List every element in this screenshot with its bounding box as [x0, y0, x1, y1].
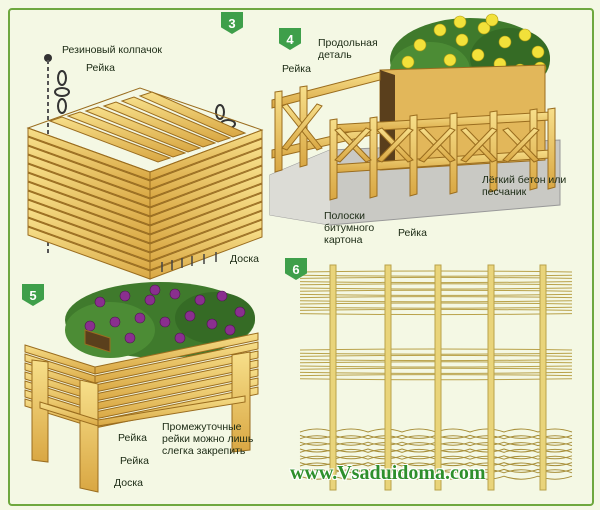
wood-slat	[94, 332, 259, 375]
wood-slat	[66, 111, 187, 158]
label-rail-bottom-right: Рейка	[398, 227, 427, 239]
purple-flower	[84, 320, 96, 332]
label-rail-mid: Рейка	[282, 63, 311, 75]
label-light-concrete: Лёгкий бетон или песчаник	[482, 174, 567, 198]
wood-slat	[271, 71, 381, 109]
wood-slat	[281, 103, 323, 151]
wood-slat	[138, 91, 247, 138]
hanging-box-drawing	[26, 54, 264, 280]
wood-slat	[149, 147, 263, 199]
wood-slat	[26, 87, 264, 173]
wood-slat	[97, 395, 246, 427]
purple-flower	[149, 284, 161, 296]
wood-slat	[547, 107, 556, 190]
purple-flower	[216, 290, 228, 302]
wood-slat	[149, 201, 263, 253]
wood-slat	[48, 116, 172, 163]
step-badge-5: 5	[22, 284, 44, 306]
label-intermediate: Промежуточные рейки можно лишь слегка за…	[162, 421, 254, 457]
yellow-flower	[413, 38, 427, 52]
wood-slat	[149, 174, 263, 226]
wood-slat	[274, 90, 283, 173]
label-board-bottom: Доска	[114, 477, 143, 489]
yellow-flower	[443, 53, 457, 67]
yellow-flower	[498, 35, 512, 49]
wattle-panels-drawing	[299, 264, 573, 491]
wood-slat	[149, 156, 263, 208]
wood-slat	[418, 127, 456, 163]
step-badge-4: 4	[279, 28, 301, 50]
label-rubber-cap: Резиновый колпачок	[62, 44, 163, 56]
wattle-stake	[539, 264, 547, 491]
railing-planter-drawing	[269, 13, 561, 226]
purple-flower	[224, 324, 236, 336]
label-board-top: Доска	[230, 253, 259, 265]
wood-slat	[460, 127, 498, 163]
wattle-stake	[384, 264, 392, 491]
watermark: www.Vsaduidoma.com	[290, 462, 486, 484]
purple-flower	[159, 316, 171, 328]
yellow-flower	[433, 23, 447, 37]
purple-flower	[234, 306, 246, 318]
wood-slat	[369, 116, 378, 199]
wood-slat	[79, 379, 99, 493]
wood-slat	[102, 101, 217, 148]
wood-slat	[84, 329, 111, 353]
wood-slat	[149, 219, 263, 271]
wood-slat	[120, 96, 232, 143]
label-longitudinal: Продольная деталь	[318, 37, 378, 61]
label-rail-b2: Рейка	[120, 455, 149, 467]
wood-slat	[334, 127, 372, 163]
purple-flower	[206, 318, 218, 330]
wood-slat	[449, 112, 458, 195]
wood-slat	[502, 127, 540, 163]
wood-slat	[31, 359, 49, 463]
wood-slat	[94, 341, 259, 384]
purple-flower	[144, 294, 156, 306]
yellow-flower	[401, 55, 415, 69]
wood-slat	[376, 127, 414, 163]
purple-flower	[94, 296, 106, 308]
wood-slat	[149, 210, 263, 262]
page-border	[8, 8, 594, 506]
wood-slat	[149, 165, 263, 217]
yellow-flower	[531, 45, 545, 59]
wood-slat	[149, 228, 263, 280]
purple-flower	[169, 288, 181, 300]
step-badge-6: 6	[285, 258, 307, 280]
legged-planter-drawing	[24, 282, 259, 493]
wattle-stake	[487, 264, 495, 491]
wood-slat	[84, 106, 202, 153]
yellow-flower	[471, 48, 485, 62]
purple-flower	[124, 332, 136, 344]
label-rail-b1: Рейка	[118, 432, 147, 444]
yellow-flower	[477, 21, 491, 35]
purple-flower	[174, 332, 186, 344]
label-bitumen: Полоски битумного картона	[324, 210, 375, 246]
wood-slat	[149, 192, 263, 244]
wood-slat	[409, 114, 418, 197]
step-badge-3: 3	[221, 12, 243, 34]
purple-flower	[194, 294, 206, 306]
purple-flower	[134, 312, 146, 324]
yellow-flower	[485, 13, 499, 27]
chain	[54, 70, 236, 129]
label-rail-top-left: Рейка	[86, 62, 115, 74]
purple-flower	[119, 290, 131, 302]
wood-slat	[149, 183, 263, 235]
yellow-flower	[453, 15, 467, 29]
wood-slat	[329, 118, 338, 201]
purple-flower	[109, 316, 121, 328]
purple-flower	[184, 310, 196, 322]
wood-slat	[149, 138, 263, 190]
yellow-flower	[518, 28, 532, 42]
wattle-stake	[434, 264, 442, 491]
rubber-cap	[44, 54, 52, 62]
yellow-flower	[455, 33, 469, 47]
wattle-stake	[329, 264, 337, 491]
